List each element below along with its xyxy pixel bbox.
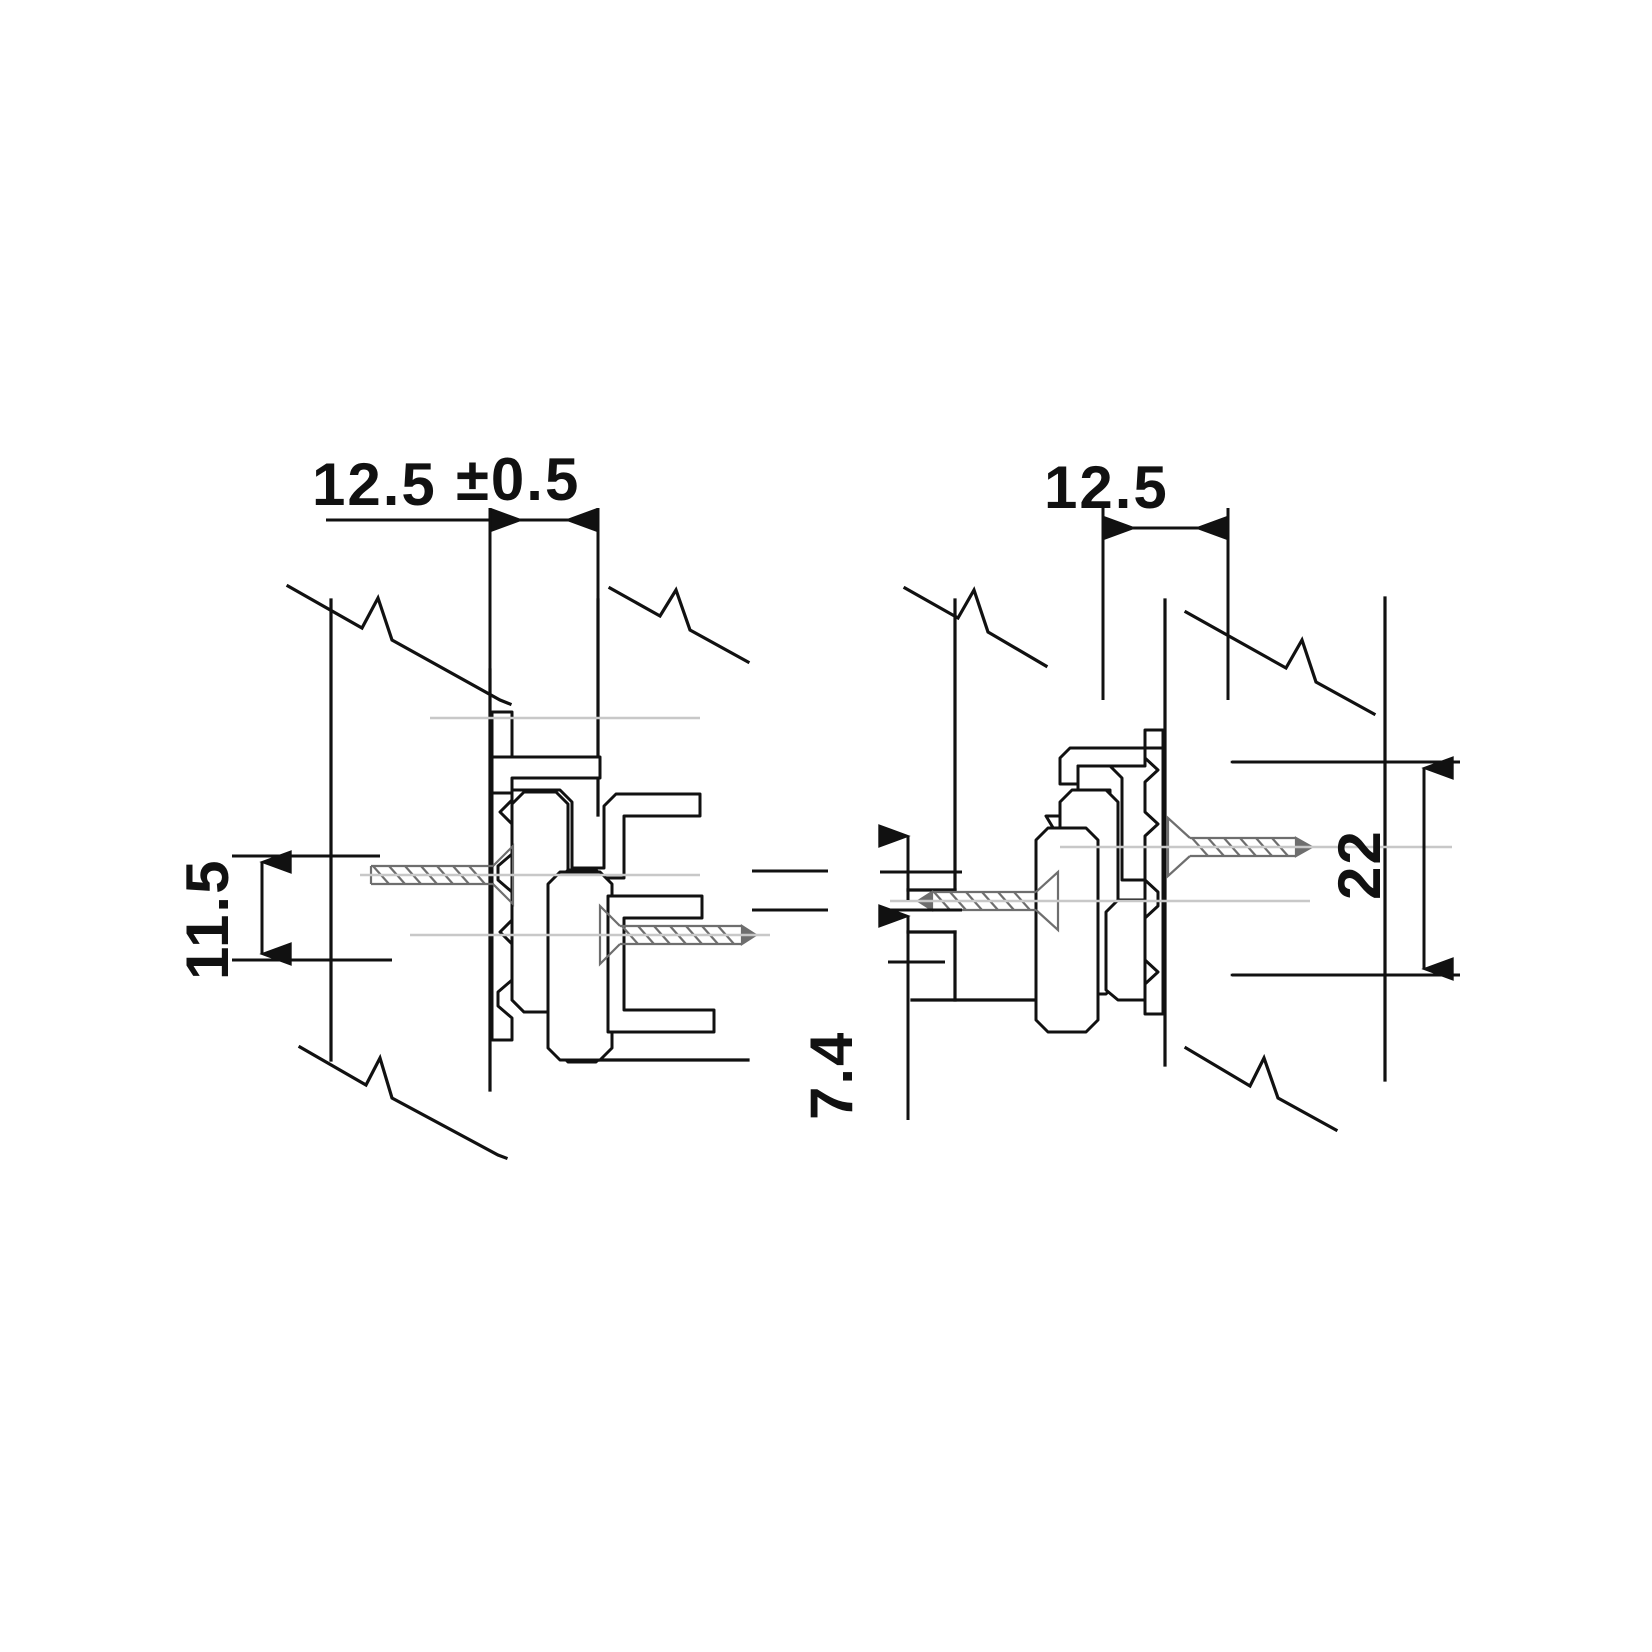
dimension-label-12-5-left: 12.5 (312, 451, 437, 518)
left-break-line-top-1 (285, 583, 513, 707)
right-slide-profile-assembly (1034, 728, 1165, 1034)
right-break-line-bottom-1 (1183, 1045, 1339, 1133)
dimension-label-7-4: 7.4 (798, 1031, 865, 1120)
left-axis-lines (360, 716, 770, 937)
view-connector-lines (752, 869, 828, 912)
dimension-label-12-5-right: 12.5 (1044, 454, 1169, 521)
dimension-label-tolerance: ±0.5 (456, 446, 580, 513)
dimension-7-4 (878, 824, 962, 1120)
left-slide-profile-assembly (490, 710, 716, 1064)
dimension-22 (1232, 756, 1460, 981)
right-drawer-rail-lower (1104, 898, 1147, 1002)
dimension-12-5-right (1101, 508, 1230, 700)
dimension-12-5-left (326, 508, 600, 692)
left-cabinet-rail-flange (490, 755, 602, 795)
left-break-line-bottom-1 (297, 1044, 509, 1161)
dimension-11-5 (232, 850, 392, 966)
left-ball-bearing-lower (546, 870, 614, 1062)
left-drawer-rail-flange (606, 894, 716, 1034)
right-axis-lines (890, 845, 1452, 903)
dimension-label-11-5: 11.5 (174, 859, 241, 980)
dimension-label-22: 22 (1326, 829, 1393, 900)
right-break-line-top-1 (902, 585, 1049, 669)
left-break-line-top-2 (607, 585, 751, 665)
right-ball-bearing-lower (1034, 826, 1100, 1034)
right-break-line-top-2 (1183, 609, 1377, 717)
